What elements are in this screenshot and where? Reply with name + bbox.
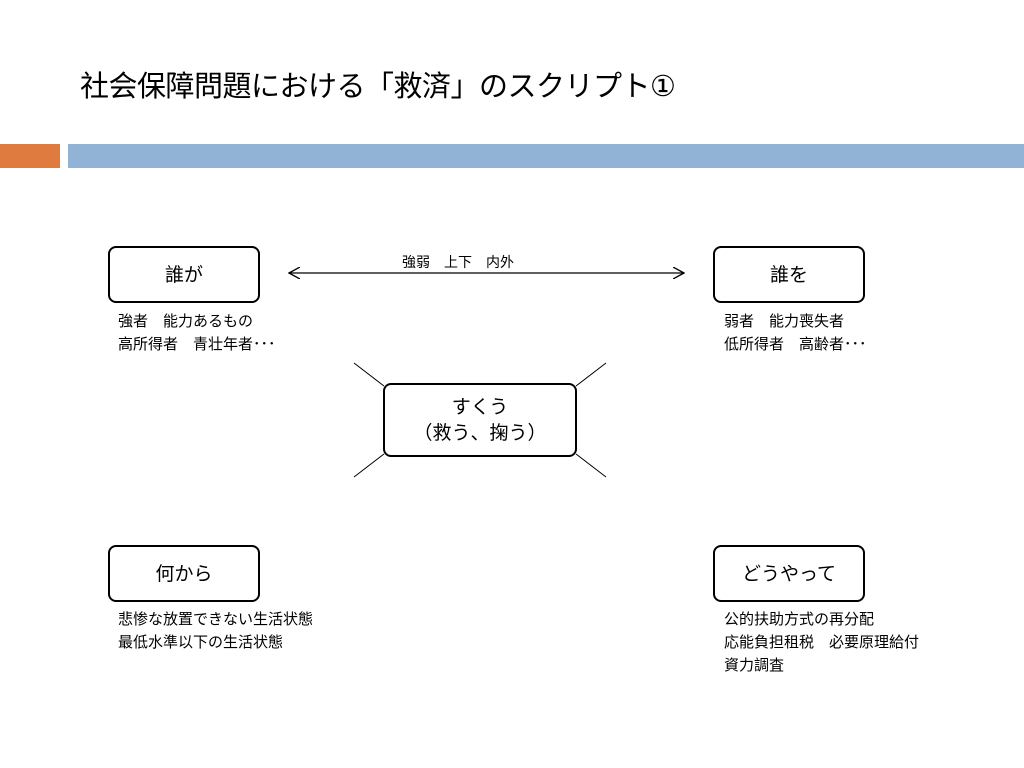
- note-item: 低所得者 高齢者･･･: [724, 335, 867, 353]
- box-center: すくう （救う、掬う）: [383, 383, 577, 457]
- notes-who: 強者 能力あるもの 高所得者 青壮年者･･･: [118, 310, 276, 356]
- header-bar: [68, 144, 1024, 168]
- note-item: 資力調査: [724, 656, 785, 674]
- note-item: 公的扶助方式の再分配: [724, 610, 875, 628]
- note-item: 応能負担租税 必要原理給付: [724, 633, 920, 651]
- center-line-2: （救う、掬う）: [413, 422, 547, 444]
- box-from-what-label: 何から: [155, 562, 213, 585]
- center-line-1: すくう: [451, 396, 509, 418]
- note-item: 強者 能力あるもの: [118, 312, 254, 330]
- note-item: 最低水準以下の生活状態: [118, 633, 284, 651]
- page-title: 社会保障問題における「救済」のスクリプト①: [80, 69, 676, 103]
- note-item: 悲惨な放置できない生活状態: [118, 610, 314, 628]
- note-item: 高所得者 青壮年者･･･: [118, 335, 276, 353]
- box-who-label: 誰が: [164, 263, 203, 286]
- connector-bottom-left: [353, 453, 385, 478]
- note-item: 弱者 能力喪失者: [724, 312, 845, 330]
- arrow-label: 強弱 上下 内外: [402, 255, 514, 271]
- notes-from-what: 悲惨な放置できない生活状態 最低水準以下の生活状態: [118, 608, 313, 654]
- box-whom: 誰を: [713, 246, 865, 303]
- box-who: 誰が: [108, 246, 260, 303]
- box-how: どうやって: [713, 545, 865, 602]
- connector-top-right: [575, 362, 607, 387]
- box-from-what: 何から: [108, 545, 260, 602]
- connector-bottom-right: [575, 453, 607, 478]
- box-how-label: どうやって: [741, 562, 837, 585]
- box-whom-label: 誰を: [769, 263, 808, 286]
- accent-bar: [0, 144, 60, 168]
- connector-top-left: [353, 362, 385, 387]
- notes-how: 公的扶助方式の再分配 応能負担租税 必要原理給付 資力調査: [724, 608, 919, 677]
- notes-whom: 弱者 能力喪失者 低所得者 高齢者･･･: [724, 310, 867, 356]
